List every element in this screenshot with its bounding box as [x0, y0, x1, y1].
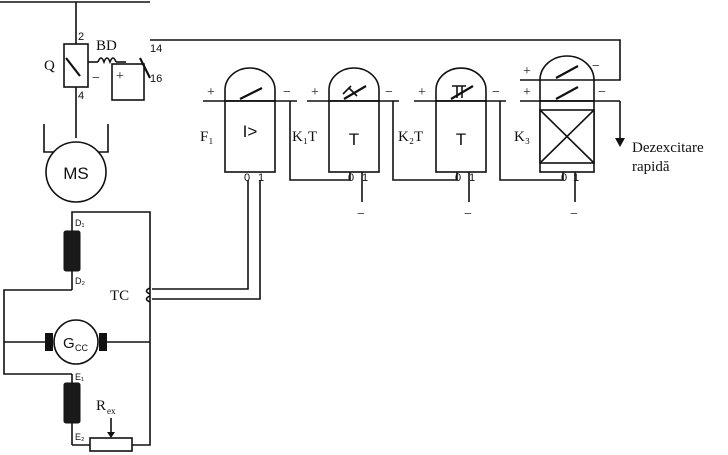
rheostat-rex-sub: ex	[107, 406, 116, 416]
bd-plus-sign: +	[116, 69, 124, 84]
relay-k1t-body	[328, 100, 380, 173]
timed-contact-mark-2	[452, 85, 466, 98]
field-winding-e	[63, 382, 81, 424]
svg-text:+: +	[523, 64, 531, 79]
timed-contact-mark-1	[342, 85, 358, 97]
dc-generator-gcc	[53, 319, 99, 365]
breaker-pin-4: 4	[78, 90, 84, 102]
winding-e1-label: E₁	[75, 372, 84, 382]
relay-k1t-cap	[328, 67, 380, 102]
relay-k1t-label: K₁T	[292, 129, 317, 145]
winding-d1-label: D₁	[75, 218, 85, 228]
deexcitation-label-line1: Dezexcitare	[632, 140, 704, 156]
relay-k2t-cap	[435, 67, 487, 102]
svg-text:+: +	[311, 85, 319, 100]
svg-text:0: 0	[348, 172, 354, 184]
exciter-loop-left	[3, 289, 72, 375]
breaker-q-box	[63, 43, 89, 88]
wire-k2t-to-k3	[499, 101, 564, 181]
relay-f1-overcurrent-symbol: I>	[243, 122, 258, 141]
rheostat-rex-label: R	[96, 398, 106, 414]
synchronous-motor-ms: MS	[43, 124, 109, 203]
svg-text:+: +	[418, 85, 426, 100]
current-transformer-coil-2	[145, 295, 151, 303]
trip-coil-bd-winding	[97, 57, 117, 65]
relay-k3-label: K₃	[514, 129, 530, 145]
exciter-circuit: D₁ D₂ G CC E₁ E₂ R ex TC	[3, 211, 151, 452]
relay-k3-cap	[539, 55, 595, 102]
deexcitation-label-line2: rapidă	[632, 159, 670, 175]
trip-coil-bd: BD + − 14 16	[88, 38, 162, 101]
generator-gcc-sub: CC	[75, 343, 88, 353]
wire-f1-to-k1t	[289, 101, 351, 181]
auxiliary-contact	[139, 57, 151, 79]
brush-left	[45, 333, 53, 351]
exciter-loop-right	[71, 211, 151, 446]
field-winding-d	[63, 230, 81, 272]
relay-k1t: + − T K₁T 0 1	[292, 67, 399, 184]
motor-ms-circle	[45, 141, 107, 203]
svg-text:0: 0	[455, 172, 461, 184]
relay-k1t-timer-symbol: T	[349, 130, 359, 149]
fast-deexcitation-output: Dezexcitare rapidă	[615, 101, 704, 175]
rheostat-rex	[89, 437, 133, 452]
current-transformer-coil-1	[145, 287, 151, 295]
bd-minus-sign: −	[92, 71, 100, 86]
svg-text:+: +	[207, 85, 215, 100]
relay-k2t-timer-symbol: T	[456, 130, 466, 149]
svg-text:1: 1	[469, 172, 475, 184]
svg-text:0: 0	[244, 172, 250, 184]
relay-k2t-label: K₂T	[398, 129, 423, 145]
winding-e2-label: E₂	[75, 432, 85, 442]
current-transformer-label: TC	[110, 288, 129, 304]
deexcitation-arrow-head	[615, 138, 625, 147]
generator-gcc-label: G	[63, 335, 75, 352]
svg-text:−: −	[492, 85, 500, 100]
svg-text:1: 1	[362, 172, 368, 184]
relay-k2t-body	[435, 100, 487, 173]
aux-pin-16: 16	[150, 73, 162, 85]
relay-f1-body	[224, 100, 276, 173]
winding-d2-label: D₂	[75, 276, 85, 286]
svg-text:1: 1	[258, 172, 264, 184]
aux-pin-14: 14	[150, 43, 162, 55]
breaker-q-label: Q	[44, 58, 55, 74]
relay-f1-label: F₁	[200, 129, 214, 145]
svg-text:+: +	[523, 85, 531, 100]
tc-wire-to-f1-1	[152, 180, 261, 300]
relay-k3-contact-lower	[555, 86, 579, 100]
relay-k2t: + − T K₂T 0 1	[398, 67, 506, 184]
relay-k3-contact-upper	[555, 65, 579, 79]
relay-f1: + − I> F₁ 0 1	[200, 67, 297, 184]
k1t-minus: −	[357, 207, 365, 222]
breaker-q-contact	[65, 57, 81, 77]
svg-text:0: 0	[561, 172, 567, 184]
relay-f1-cap	[224, 67, 276, 102]
relay-k3: + − + − K₃ 0 1	[514, 55, 620, 184]
motor-ms-label: MS	[63, 164, 89, 183]
relay-k1t-contact	[343, 85, 367, 100]
breaker-pin-2: 2	[78, 31, 84, 43]
trip-coil-bd-label: BD	[96, 38, 117, 54]
k3-minus: −	[570, 207, 578, 222]
svg-text:−: −	[283, 85, 291, 100]
svg-text:−: −	[385, 85, 393, 100]
brush-right	[99, 333, 107, 351]
trip-coil-bd-box	[111, 63, 145, 101]
svg-text:−: −	[592, 59, 600, 74]
wire-k1t-to-k2t	[392, 101, 458, 181]
aux-to-k3-wire	[150, 39, 621, 81]
tc-wire-to-f1-0	[152, 180, 249, 290]
main-circuit-breaker-q: Q 2 4	[0, 1, 150, 138]
k2t-minus: −	[464, 207, 472, 222]
svg-text:1: 1	[573, 172, 579, 184]
svg-text:−: −	[598, 85, 606, 100]
relay-f1-contact	[239, 87, 263, 100]
